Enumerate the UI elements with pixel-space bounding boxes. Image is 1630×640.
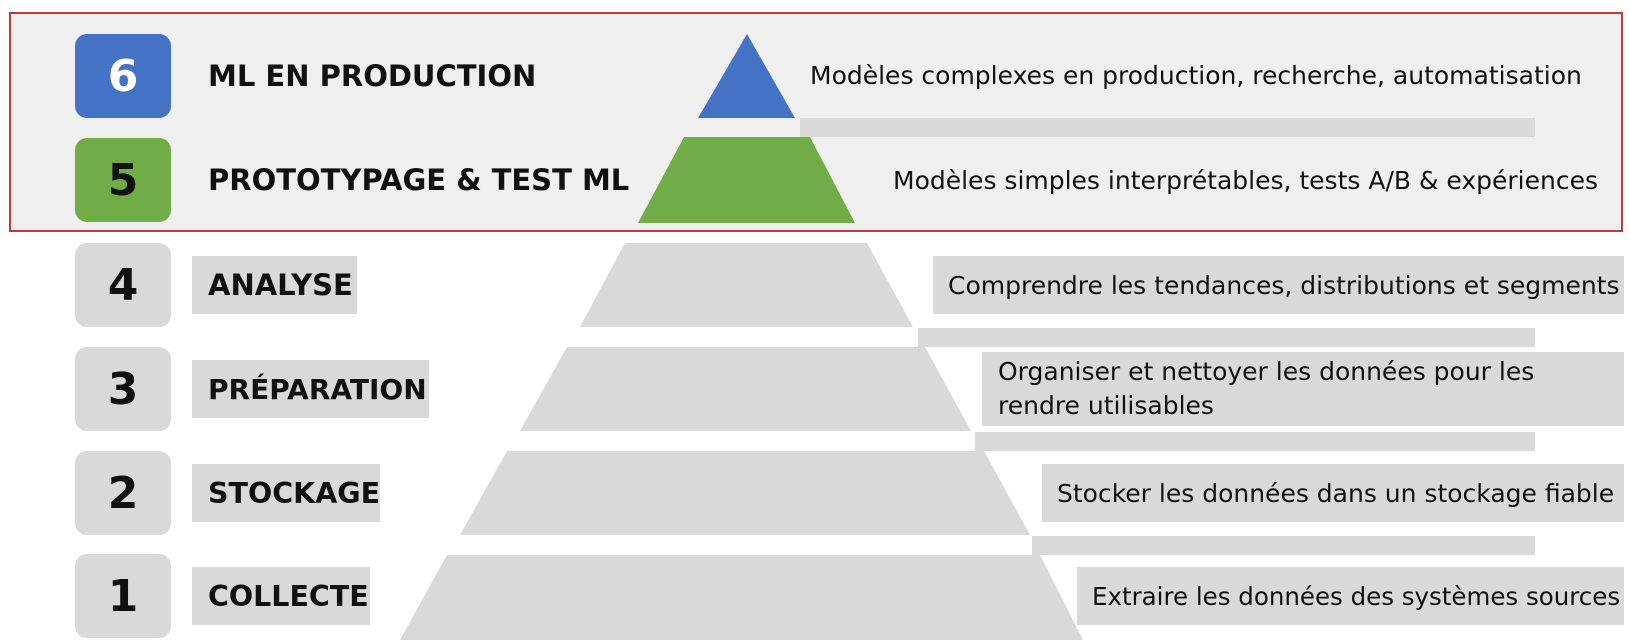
level-1-description: Extraire les données des systèmes source… [1077, 567, 1624, 625]
pyramid-tier-2 [460, 451, 1030, 535]
level-6-label: ML EN PRODUCTION [208, 59, 537, 93]
level-1-number-badge: 1 [75, 554, 171, 638]
level-1-label: COLLECTE [192, 567, 370, 625]
level-3-number-badge: 3 [75, 347, 171, 431]
separator-bar-4-3 [918, 328, 1535, 347]
level-6-description: Modèles complexes en production, recherc… [810, 60, 1582, 90]
level-4-description: Comprendre les tendances, distributions … [933, 256, 1624, 314]
level-6-number-badge: 6 [75, 34, 171, 118]
level-4-label: ANALYSE [192, 256, 357, 314]
level-3-label: PRÉPARATION [192, 360, 429, 418]
level-4-number-badge: 4 [75, 243, 171, 327]
pyramid-tier-5 [638, 137, 855, 223]
level-5-label: PROTOTYPAGE & TEST ML [208, 163, 630, 197]
level-5-number-badge: 5 [75, 138, 171, 222]
separator-bar-3-2 [975, 432, 1535, 451]
level-3-description: Organiser et nettoyer les données pour l… [982, 352, 1624, 426]
level-5-description: Modèles simples interprétables, tests A/… [893, 165, 1599, 195]
level-2-number-badge: 2 [75, 451, 171, 535]
pyramid-tier-6 [698, 34, 795, 118]
separator-bar-2-1 [1032, 536, 1535, 555]
level-2-description: Stocker les données dans un stockage fia… [1042, 464, 1624, 522]
level-2-label: STOCKAGE [192, 464, 380, 522]
separator-bar-6-5 [800, 118, 1535, 137]
pyramid-tier-1 [400, 555, 1083, 640]
pyramid-tier-4 [580, 243, 913, 327]
pyramid-tier-3 [520, 347, 971, 431]
